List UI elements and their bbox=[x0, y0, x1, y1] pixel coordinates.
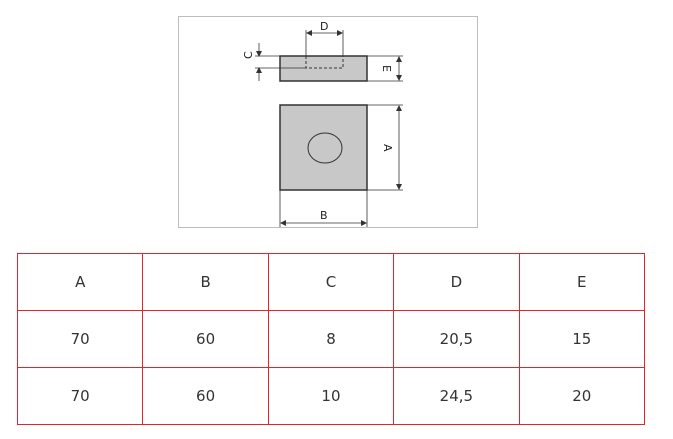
table-cell: 10 bbox=[267, 367, 395, 425]
label-d: D bbox=[320, 20, 328, 33]
table-header-row: A B C D E bbox=[16, 253, 646, 311]
side-view: D E C bbox=[242, 20, 403, 82]
table-cell: 8 bbox=[267, 310, 395, 368]
column-header: B bbox=[142, 253, 269, 311]
column-header: D bbox=[393, 253, 520, 311]
table-row: 70 60 10 24,5 20 bbox=[16, 367, 646, 425]
column-header: E bbox=[518, 253, 646, 311]
plate-hole bbox=[307, 132, 343, 164]
table-cell: 60 bbox=[142, 310, 269, 368]
label-e: E bbox=[380, 65, 393, 72]
technical-drawing: D E C A B bbox=[178, 16, 478, 228]
plate-body bbox=[279, 104, 368, 191]
side-view-body bbox=[279, 55, 368, 82]
table-cell: 70 bbox=[16, 367, 144, 425]
label-b: B bbox=[320, 209, 328, 222]
column-header: A bbox=[16, 253, 144, 311]
column-header: C bbox=[267, 253, 395, 311]
top-view: A B bbox=[279, 104, 403, 227]
side-view-recess bbox=[305, 56, 344, 69]
label-a: A bbox=[381, 144, 394, 152]
dimensions-table: A B C D E 70 60 8 20,5 15 70 60 10 24,5 … bbox=[16, 253, 646, 425]
table-row: 70 60 8 20,5 15 bbox=[16, 310, 646, 368]
plate-drawing-svg: D E C A B bbox=[242, 20, 403, 227]
table-cell: 20 bbox=[518, 367, 646, 425]
label-c: C bbox=[242, 51, 255, 59]
table-cell: 15 bbox=[518, 310, 646, 368]
table-cell: 70 bbox=[16, 310, 144, 368]
table-cell: 20,5 bbox=[393, 310, 520, 368]
table-cell: 24,5 bbox=[393, 367, 520, 425]
table-cell: 60 bbox=[142, 367, 269, 425]
